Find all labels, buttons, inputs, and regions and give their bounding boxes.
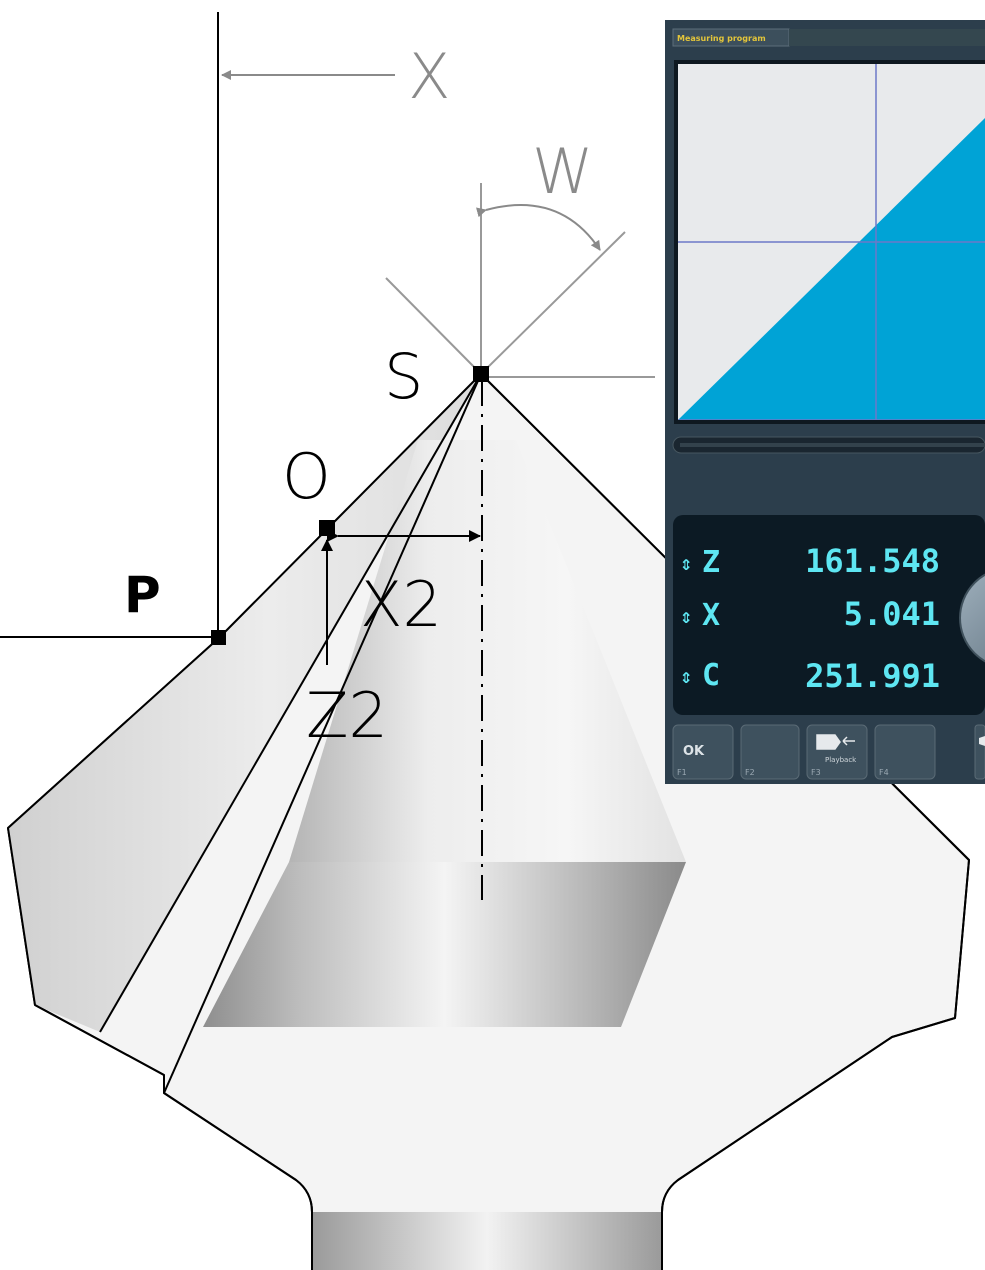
readout-axis-z: Z (702, 545, 720, 580)
position-readout (673, 515, 985, 715)
softkey-f1-caption: F1 (677, 768, 687, 777)
label-p: P (124, 566, 161, 624)
point-s-marker (473, 366, 489, 382)
point-o-marker (319, 520, 335, 536)
point-p-marker (211, 630, 226, 645)
measuring-panel: Measuring program ⇕ Z 161.548 ⇕ X (665, 20, 985, 784)
playback-icon (816, 734, 855, 750)
optical-viewer (674, 60, 985, 424)
axis-icon-x: ⇕ (680, 604, 692, 628)
w-angle-arc (476, 204, 601, 251)
softkey-f4-caption: F4 (879, 768, 889, 777)
tool-outline (7, 373, 970, 1270)
tip-diagonal-right (480, 231, 626, 375)
axis-icon-z: ⇕ (680, 551, 692, 575)
softkey-f2[interactable]: F2 (740, 724, 800, 780)
label-x2: X2 (360, 568, 442, 641)
label-x: X (408, 40, 450, 113)
ok-icon: OK (683, 744, 705, 759)
softkey-f3-caption: F3 (811, 768, 821, 777)
lower-band (203, 862, 686, 1027)
readout-value-x: 5.041 (844, 595, 940, 633)
softkey-f4[interactable]: F4 (874, 724, 936, 780)
label-w: W (532, 135, 593, 208)
readout-value-z: 161.548 (805, 542, 940, 580)
label-s: S (384, 340, 423, 413)
label-o: O (282, 440, 331, 513)
softkey-f3-label: Playback (825, 756, 857, 764)
shank (312, 1212, 662, 1270)
readout-row-c: ⇕ C 251.991 (680, 657, 940, 695)
center-facet (289, 440, 686, 862)
measuring-program-tab-label: Measuring program (677, 34, 766, 43)
tool-silhouette (678, 118, 985, 420)
readout-row-z: ⇕ Z 161.548 (680, 542, 940, 580)
readout-row-x: ⇕ X 5.041 (680, 595, 940, 633)
tab-bar (789, 29, 985, 46)
softkey-f2-caption: F2 (745, 768, 755, 777)
softkey-f1[interactable]: OK F1 (672, 724, 734, 780)
softkey-bar: OK F1 F2 Playback F3 F4 (672, 724, 985, 780)
axis-icon-c: ⇕ (680, 664, 692, 688)
cutting-edge-2 (163, 373, 482, 1094)
rotary-dial[interactable] (959, 568, 985, 668)
label-z2: Z2 (306, 679, 388, 752)
readout-value-c: 251.991 (805, 657, 940, 695)
tip-diagonal-left (385, 277, 482, 375)
cutting-edge-1 (99, 373, 482, 1033)
readout-axis-c: C (702, 658, 720, 693)
partial-key-icon (979, 736, 985, 746)
softkey-f3[interactable]: Playback F3 (806, 724, 868, 780)
softkey-f5[interactable] (974, 724, 985, 780)
readout-axis-x: X (702, 598, 720, 633)
jog-strip-track (680, 443, 985, 447)
